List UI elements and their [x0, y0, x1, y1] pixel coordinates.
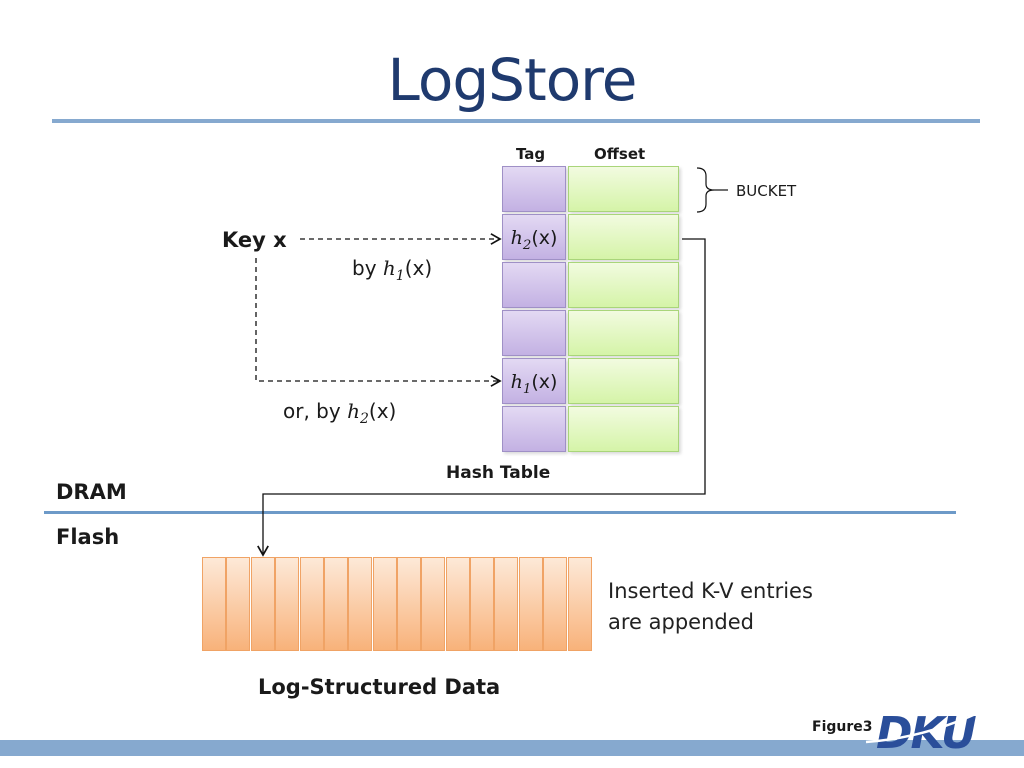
offset-cell — [568, 406, 679, 452]
footer-bar — [0, 740, 1024, 756]
log-segment — [470, 557, 494, 651]
arrow-offset-to-log — [257, 238, 706, 557]
by-prefix: by — [352, 256, 377, 280]
log-segment — [519, 557, 543, 651]
by-h1-label: by h1(x) — [352, 256, 432, 284]
log-segment — [373, 557, 397, 651]
log-segment — [251, 557, 275, 651]
page-title: LogStore — [387, 46, 638, 114]
or-arg: (x) — [368, 399, 397, 423]
offset-cell — [568, 214, 679, 260]
log-segment — [397, 557, 421, 651]
tag-cell-h2: h2(x) — [502, 214, 566, 260]
log-segment — [568, 557, 592, 651]
log-segment — [348, 557, 372, 651]
tag-h1-sub: 1 — [522, 381, 532, 397]
or-prefix: or, by — [283, 399, 341, 423]
append-note-line1: Inserted K-V entries — [608, 579, 813, 603]
by-arg: (x) — [404, 256, 433, 280]
flash-label: Flash — [56, 525, 120, 549]
tag-h2-fn: h — [510, 227, 523, 249]
offset-cell — [568, 262, 679, 308]
by-sub: 1 — [395, 268, 405, 284]
tag-h2-arg: (x) — [531, 227, 558, 249]
dram-label: DRAM — [56, 480, 127, 504]
or-fn: h — [347, 399, 360, 423]
tag-column-header: Tag — [516, 145, 546, 163]
key-label: Key x — [222, 228, 287, 252]
log-structured-label: Log-Structured Data — [258, 675, 501, 699]
log-segment — [446, 557, 470, 651]
tag-cell — [502, 262, 566, 308]
log-segment — [275, 557, 299, 651]
tag-cell — [502, 406, 566, 452]
tag-cell — [502, 310, 566, 356]
log-segment — [202, 557, 226, 651]
or-sub: 2 — [359, 411, 369, 427]
append-note: Inserted K-V entries are appended — [608, 576, 813, 638]
tag-cell-h1: h1(x) — [502, 358, 566, 404]
or-by-h2-label: or, by h2(x) — [283, 399, 396, 427]
title-divider — [52, 119, 980, 123]
arrow-key-to-h1 — [255, 258, 502, 387]
tag-h1-fn: h — [510, 371, 523, 393]
hash-table-label: Hash Table — [446, 463, 551, 483]
offset-column-header: Offset — [594, 145, 646, 163]
tag-cell — [502, 166, 566, 212]
by-fn: h — [382, 256, 396, 280]
log-segment — [543, 557, 567, 651]
log-segment — [494, 557, 518, 651]
log-segment — [421, 557, 445, 651]
offset-cell — [568, 310, 679, 356]
tag-h2-sub: 2 — [522, 237, 532, 253]
log-segment — [300, 557, 324, 651]
bucket-brace — [696, 167, 715, 213]
log-segment — [324, 557, 348, 651]
tag-h1-arg: (x) — [531, 371, 558, 393]
bucket-label: BUCKET — [736, 182, 797, 200]
append-note-line2: are appended — [608, 610, 754, 634]
offset-cell — [568, 358, 679, 404]
offset-cell — [568, 166, 679, 212]
dram-flash-divider — [44, 511, 956, 514]
figure-label: Figure3 — [812, 719, 873, 735]
log-segment — [226, 557, 250, 651]
